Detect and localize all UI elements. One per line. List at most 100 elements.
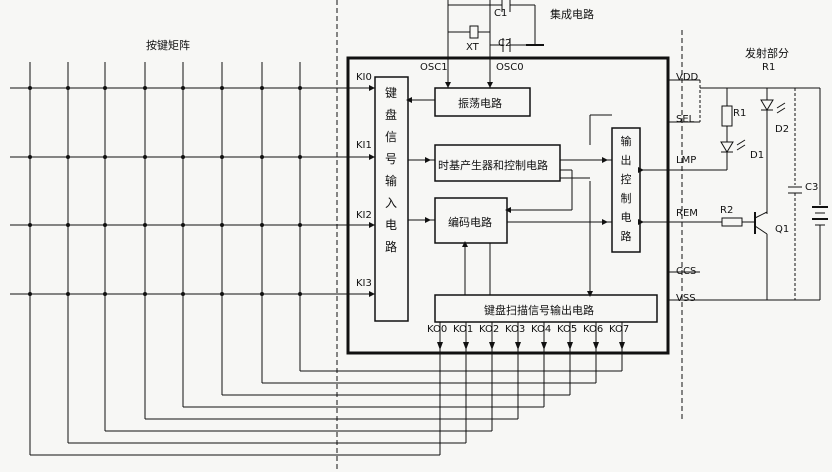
key-matrix-switches xyxy=(28,86,316,306)
encoder-label: 编码电路 xyxy=(448,216,492,229)
switch-contact xyxy=(228,227,238,237)
switch-contact xyxy=(189,227,199,237)
pin-ccs: CCS xyxy=(676,266,697,277)
xt-label: XT xyxy=(466,42,479,53)
key-matrix-title: 按键矩阵 xyxy=(146,39,190,52)
switch-contact xyxy=(228,296,238,306)
ko-arrow xyxy=(515,342,521,350)
switch-contact xyxy=(111,159,121,169)
ki-arrow xyxy=(369,222,375,228)
c3-label: C3 xyxy=(805,182,819,193)
switch-contact xyxy=(36,296,46,306)
switch-contact xyxy=(268,227,278,237)
switch-contact xyxy=(189,159,199,169)
keyboard-input-box xyxy=(374,76,409,322)
switch-contact xyxy=(189,90,199,100)
flow-arrow xyxy=(602,157,608,163)
switch-contact xyxy=(111,90,121,100)
pin-ko5: KO5 xyxy=(557,324,578,335)
c2-label: C2 xyxy=(498,38,512,49)
flow-arrow xyxy=(462,241,468,247)
flow-arrow xyxy=(487,82,493,88)
arrow-heads xyxy=(369,82,644,350)
switch-contact xyxy=(306,159,316,169)
scan-output-box xyxy=(434,294,658,323)
flow-arrow xyxy=(425,217,431,223)
pin-ko6: KO6 xyxy=(583,324,604,335)
c1-label: C1 xyxy=(494,8,508,19)
pin-ki3: KI3 xyxy=(356,278,372,289)
oscillator-label: 振荡电路 xyxy=(458,97,502,110)
switch-contact xyxy=(268,90,278,100)
static-wiring xyxy=(336,0,828,472)
switch-contact xyxy=(306,296,316,306)
d2-label: D2 xyxy=(775,124,790,135)
switch-contact xyxy=(74,90,84,100)
pin-lmp: LMP xyxy=(676,155,697,166)
pin-rem: REM xyxy=(676,208,698,219)
ic-outline xyxy=(346,56,670,355)
flow-arrow xyxy=(587,291,593,297)
switch-contact xyxy=(151,159,161,169)
timebase-box xyxy=(434,144,561,182)
switch-contact xyxy=(151,90,161,100)
flow-arrow xyxy=(445,82,451,88)
switch-contact xyxy=(228,159,238,169)
flow-arrow xyxy=(638,219,644,225)
pin-ko4: KO4 xyxy=(531,324,552,335)
switch-contact xyxy=(111,296,121,306)
ko-arrow xyxy=(489,342,495,350)
flow-arrow xyxy=(505,207,511,213)
scan-output-label: 键盘扫描信号输出电路 xyxy=(484,304,594,317)
switch-contact xyxy=(151,296,161,306)
pin-ki2: KI2 xyxy=(356,210,372,221)
switch-contact xyxy=(268,296,278,306)
matrix-wiring xyxy=(10,62,623,456)
ko-arrow xyxy=(567,342,573,350)
integrated-circuit-title: 集成电路 xyxy=(550,8,594,21)
flow-arrow xyxy=(638,167,644,173)
flow-arrow xyxy=(602,219,608,225)
pin-osc0: OSC0 xyxy=(496,62,524,73)
switch-contact xyxy=(111,227,121,237)
ko-arrow xyxy=(463,342,469,350)
timebase-label: 时基产生器和控制电路 xyxy=(438,159,548,172)
pin-ko0: KO0 xyxy=(427,324,448,335)
switch-contact xyxy=(74,227,84,237)
switch-contact xyxy=(151,227,161,237)
pin-vdd: VDD xyxy=(676,72,699,83)
r1-label: R1 xyxy=(733,108,747,119)
pin-ko1: KO1 xyxy=(453,324,474,335)
output-control-label: 输出控制电路 xyxy=(620,135,632,243)
pin-ko3: KO3 xyxy=(505,324,526,335)
pin-vss: VSS xyxy=(676,293,696,304)
ko-arrow xyxy=(437,342,443,350)
pin-sel: SEL xyxy=(676,114,695,125)
pin-ki0: KI0 xyxy=(356,72,372,83)
switch-contact xyxy=(189,296,199,306)
r2-label: R2 xyxy=(720,205,734,216)
transmitter-title: 发射部分 xyxy=(745,47,789,60)
ko-arrow xyxy=(593,342,599,350)
flow-arrow xyxy=(406,97,412,103)
switch-contact xyxy=(74,159,84,169)
switch-contact xyxy=(36,227,46,237)
switch-contact xyxy=(306,227,316,237)
ki-arrow xyxy=(369,291,375,297)
pin-ki1: KI1 xyxy=(356,140,372,151)
keyboard-input-label: 键盘信号输入电路 xyxy=(384,86,397,254)
switch-contact xyxy=(268,159,278,169)
switch-contact xyxy=(36,90,46,100)
switch-contact xyxy=(228,90,238,100)
pin-ko2: KO2 xyxy=(479,324,500,335)
switch-contact xyxy=(36,159,46,169)
ki-arrow xyxy=(369,154,375,160)
switch-contact xyxy=(306,90,316,100)
q1-label: Q1 xyxy=(775,224,790,235)
pin-osc1: OSC1 xyxy=(420,62,448,73)
flow-arrow xyxy=(425,157,431,163)
ki-arrow xyxy=(369,85,375,91)
ko-arrow xyxy=(619,342,625,350)
